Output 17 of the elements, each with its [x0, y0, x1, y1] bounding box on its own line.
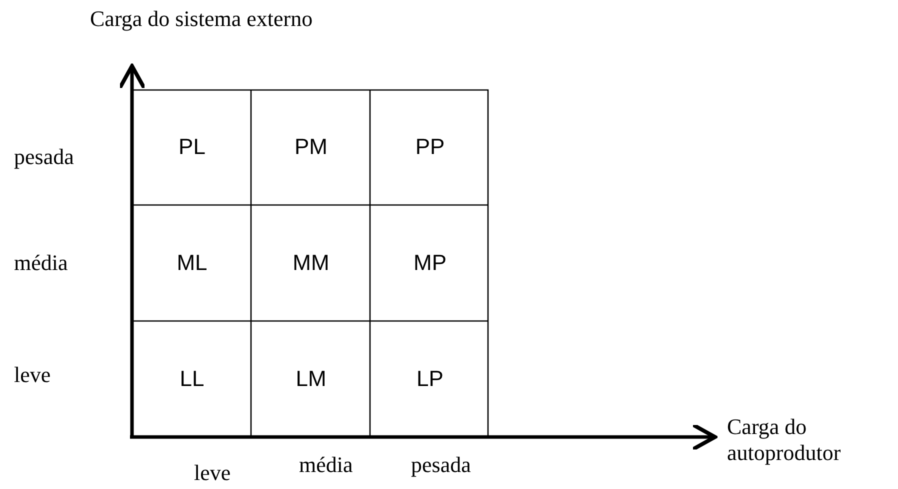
row-label: pesada — [14, 144, 74, 170]
cell-code: LM — [294, 366, 328, 392]
column-label: leve — [194, 460, 231, 486]
cell-code: PM — [294, 134, 328, 160]
cell-code: PL — [178, 134, 206, 160]
cell-code: MM — [292, 250, 330, 276]
column-label: pesada — [411, 452, 471, 478]
row-label: leve — [14, 362, 51, 388]
axis-title: Carga do autoprodutor — [727, 414, 842, 466]
column-label: média — [299, 452, 353, 478]
axis-title: Carga do sistema externo — [90, 6, 313, 32]
cell-code: PP — [414, 134, 446, 160]
cell-code: MP — [412, 250, 448, 276]
cell-code: ML — [176, 250, 208, 276]
cell-code: LL — [178, 366, 206, 392]
cell-code: LP — [416, 366, 444, 392]
row-label: média — [14, 250, 68, 276]
